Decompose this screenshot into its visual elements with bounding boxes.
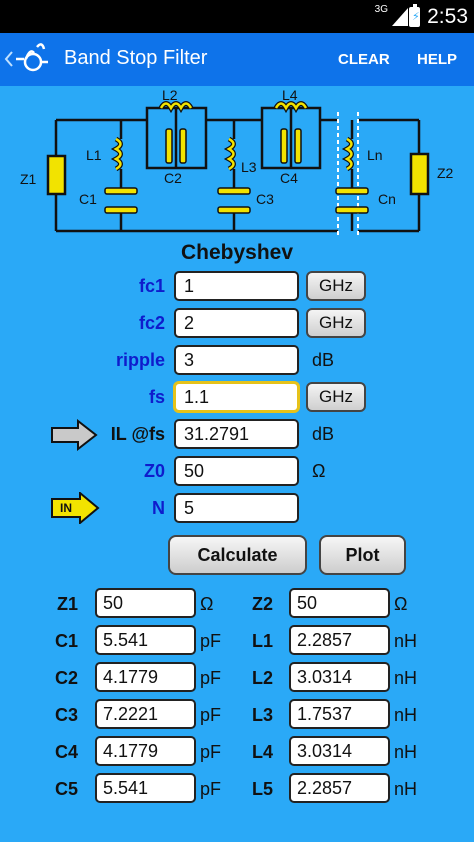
status-clock: 2:53 [427, 5, 468, 28]
clear-button[interactable]: CLEAR [338, 51, 390, 68]
result-value-z1: 50 [95, 588, 196, 618]
status-bar: 3G ⚡ 2:53 [0, 0, 474, 33]
filter-type-heading: Chebyshev [180, 241, 294, 264]
z2-impedance [409, 152, 430, 196]
result-value-l4: 3.0314 [289, 736, 390, 766]
schematic-wires [54, 106, 421, 233]
result-unit-l5: nH [394, 779, 418, 799]
shunt-capacitors [104, 187, 369, 214]
fs-label: fs [148, 387, 165, 407]
label-c4: C4 [280, 170, 298, 186]
up-navigation[interactable] [0, 33, 54, 86]
n-input[interactable]: 5 [174, 493, 299, 523]
fc1-label: fc1 [138, 276, 165, 296]
label-cn: Cn [378, 191, 396, 207]
result-unit-c4: pF [200, 742, 222, 762]
label-z1: Z1 [20, 171, 37, 187]
input-arrow-icon: IN [50, 492, 100, 524]
result-unit-l2: nH [394, 668, 418, 688]
output-arrow-icon [51, 419, 98, 451]
fc2-label: fc2 [138, 313, 165, 333]
fc1-input[interactable]: 1 [174, 271, 299, 301]
result-label-l3: L3 [251, 705, 273, 725]
help-button[interactable]: HELP [417, 51, 458, 68]
action-bar: Band Stop Filter CLEAR HELP [0, 33, 474, 86]
result-unit-c2: pF [200, 668, 222, 688]
ripple-unit: dB [312, 350, 335, 370]
result-value-c5: 5.541 [95, 773, 196, 803]
result-value-c1: 5.541 [95, 625, 196, 655]
result-label-z1: Z1 [56, 594, 78, 614]
series-capacitors [165, 128, 302, 164]
plot-button[interactable]: Plot [319, 535, 406, 575]
label-l3: L3 [241, 159, 257, 175]
calculate-button[interactable]: Calculate [168, 535, 307, 575]
result-label-z2: Z2 [251, 594, 273, 614]
result-label-l4: L4 [251, 742, 273, 762]
z0-input[interactable]: 50 [174, 456, 299, 486]
result-label-c5: C5 [54, 779, 78, 799]
signal-icon [392, 8, 408, 26]
input-arrow-badge: IN [60, 501, 72, 515]
schematic-break [337, 112, 359, 236]
il-unit: dB [312, 424, 335, 444]
label-l4: L4 [282, 87, 298, 103]
result-label-c3: C3 [54, 705, 78, 725]
z0-label: Z0 [143, 461, 165, 481]
result-label-c4: C4 [54, 742, 78, 762]
label-c3: C3 [256, 191, 274, 207]
result-value-c3: 7.2221 [95, 699, 196, 729]
fs-unit-button[interactable]: GHz [306, 382, 366, 412]
result-value-c4: 4.1779 [95, 736, 196, 766]
result-unit-c3: pF [200, 705, 222, 725]
label-c2: C2 [164, 170, 182, 186]
z0-unit: Ω [312, 461, 326, 481]
ripple-input[interactable]: 3 [174, 345, 299, 375]
result-label-c1: C1 [54, 631, 78, 651]
result-value-l1: 2.2857 [289, 625, 390, 655]
ln-inductor [347, 139, 352, 169]
l3-inductor [229, 139, 234, 169]
screen-title: Band Stop Filter [64, 47, 208, 69]
result-unit-l1: nH [394, 631, 418, 651]
fs-input[interactable]: 1.1 [174, 382, 299, 412]
ripple-label: ripple [115, 350, 165, 370]
result-value-z2: 50 [289, 588, 390, 618]
result-value-l3: 1.7537 [289, 699, 390, 729]
fc2-unit-button[interactable]: GHz [306, 308, 366, 338]
fc1-unit-button[interactable]: GHz [306, 271, 366, 301]
result-label-l5: L5 [251, 779, 273, 799]
il-output: 31.2791 [174, 419, 299, 449]
battery-icon: ⚡ [409, 4, 420, 27]
filter-schematic: Z1 Z2 L1 C1 L2 C2 L3 C3 L4 C4 Ln Cn [20, 87, 454, 236]
fc2-input[interactable]: 2 [174, 308, 299, 338]
l1-inductor [116, 139, 121, 169]
il-label: IL @fs [110, 424, 165, 444]
result-label-c2: C2 [54, 668, 78, 688]
label-c1: C1 [79, 191, 97, 207]
z1-impedance [46, 154, 67, 196]
label-l1: L1 [86, 147, 102, 163]
label-l2: L2 [162, 87, 178, 103]
result-unit-l3: nH [394, 705, 418, 725]
result-label-l1: L1 [251, 631, 273, 651]
result-unit-c1: pF [200, 631, 222, 651]
result-value-l2: 3.0314 [289, 662, 390, 692]
result-value-c2: 4.1779 [95, 662, 196, 692]
result-value-l5: 2.2857 [289, 773, 390, 803]
label-z2: Z2 [437, 165, 454, 181]
app-logo-icon [4, 43, 48, 72]
n-label: N [152, 498, 165, 518]
network-type: 3G [374, 4, 388, 15]
result-unit-z1: Ω [200, 594, 214, 614]
result-unit-c5: pF [200, 779, 222, 799]
result-label-l2: L2 [251, 668, 273, 688]
label-ln: Ln [367, 147, 383, 163]
result-unit-l4: nH [394, 742, 418, 762]
result-unit-z2: Ω [394, 594, 408, 614]
